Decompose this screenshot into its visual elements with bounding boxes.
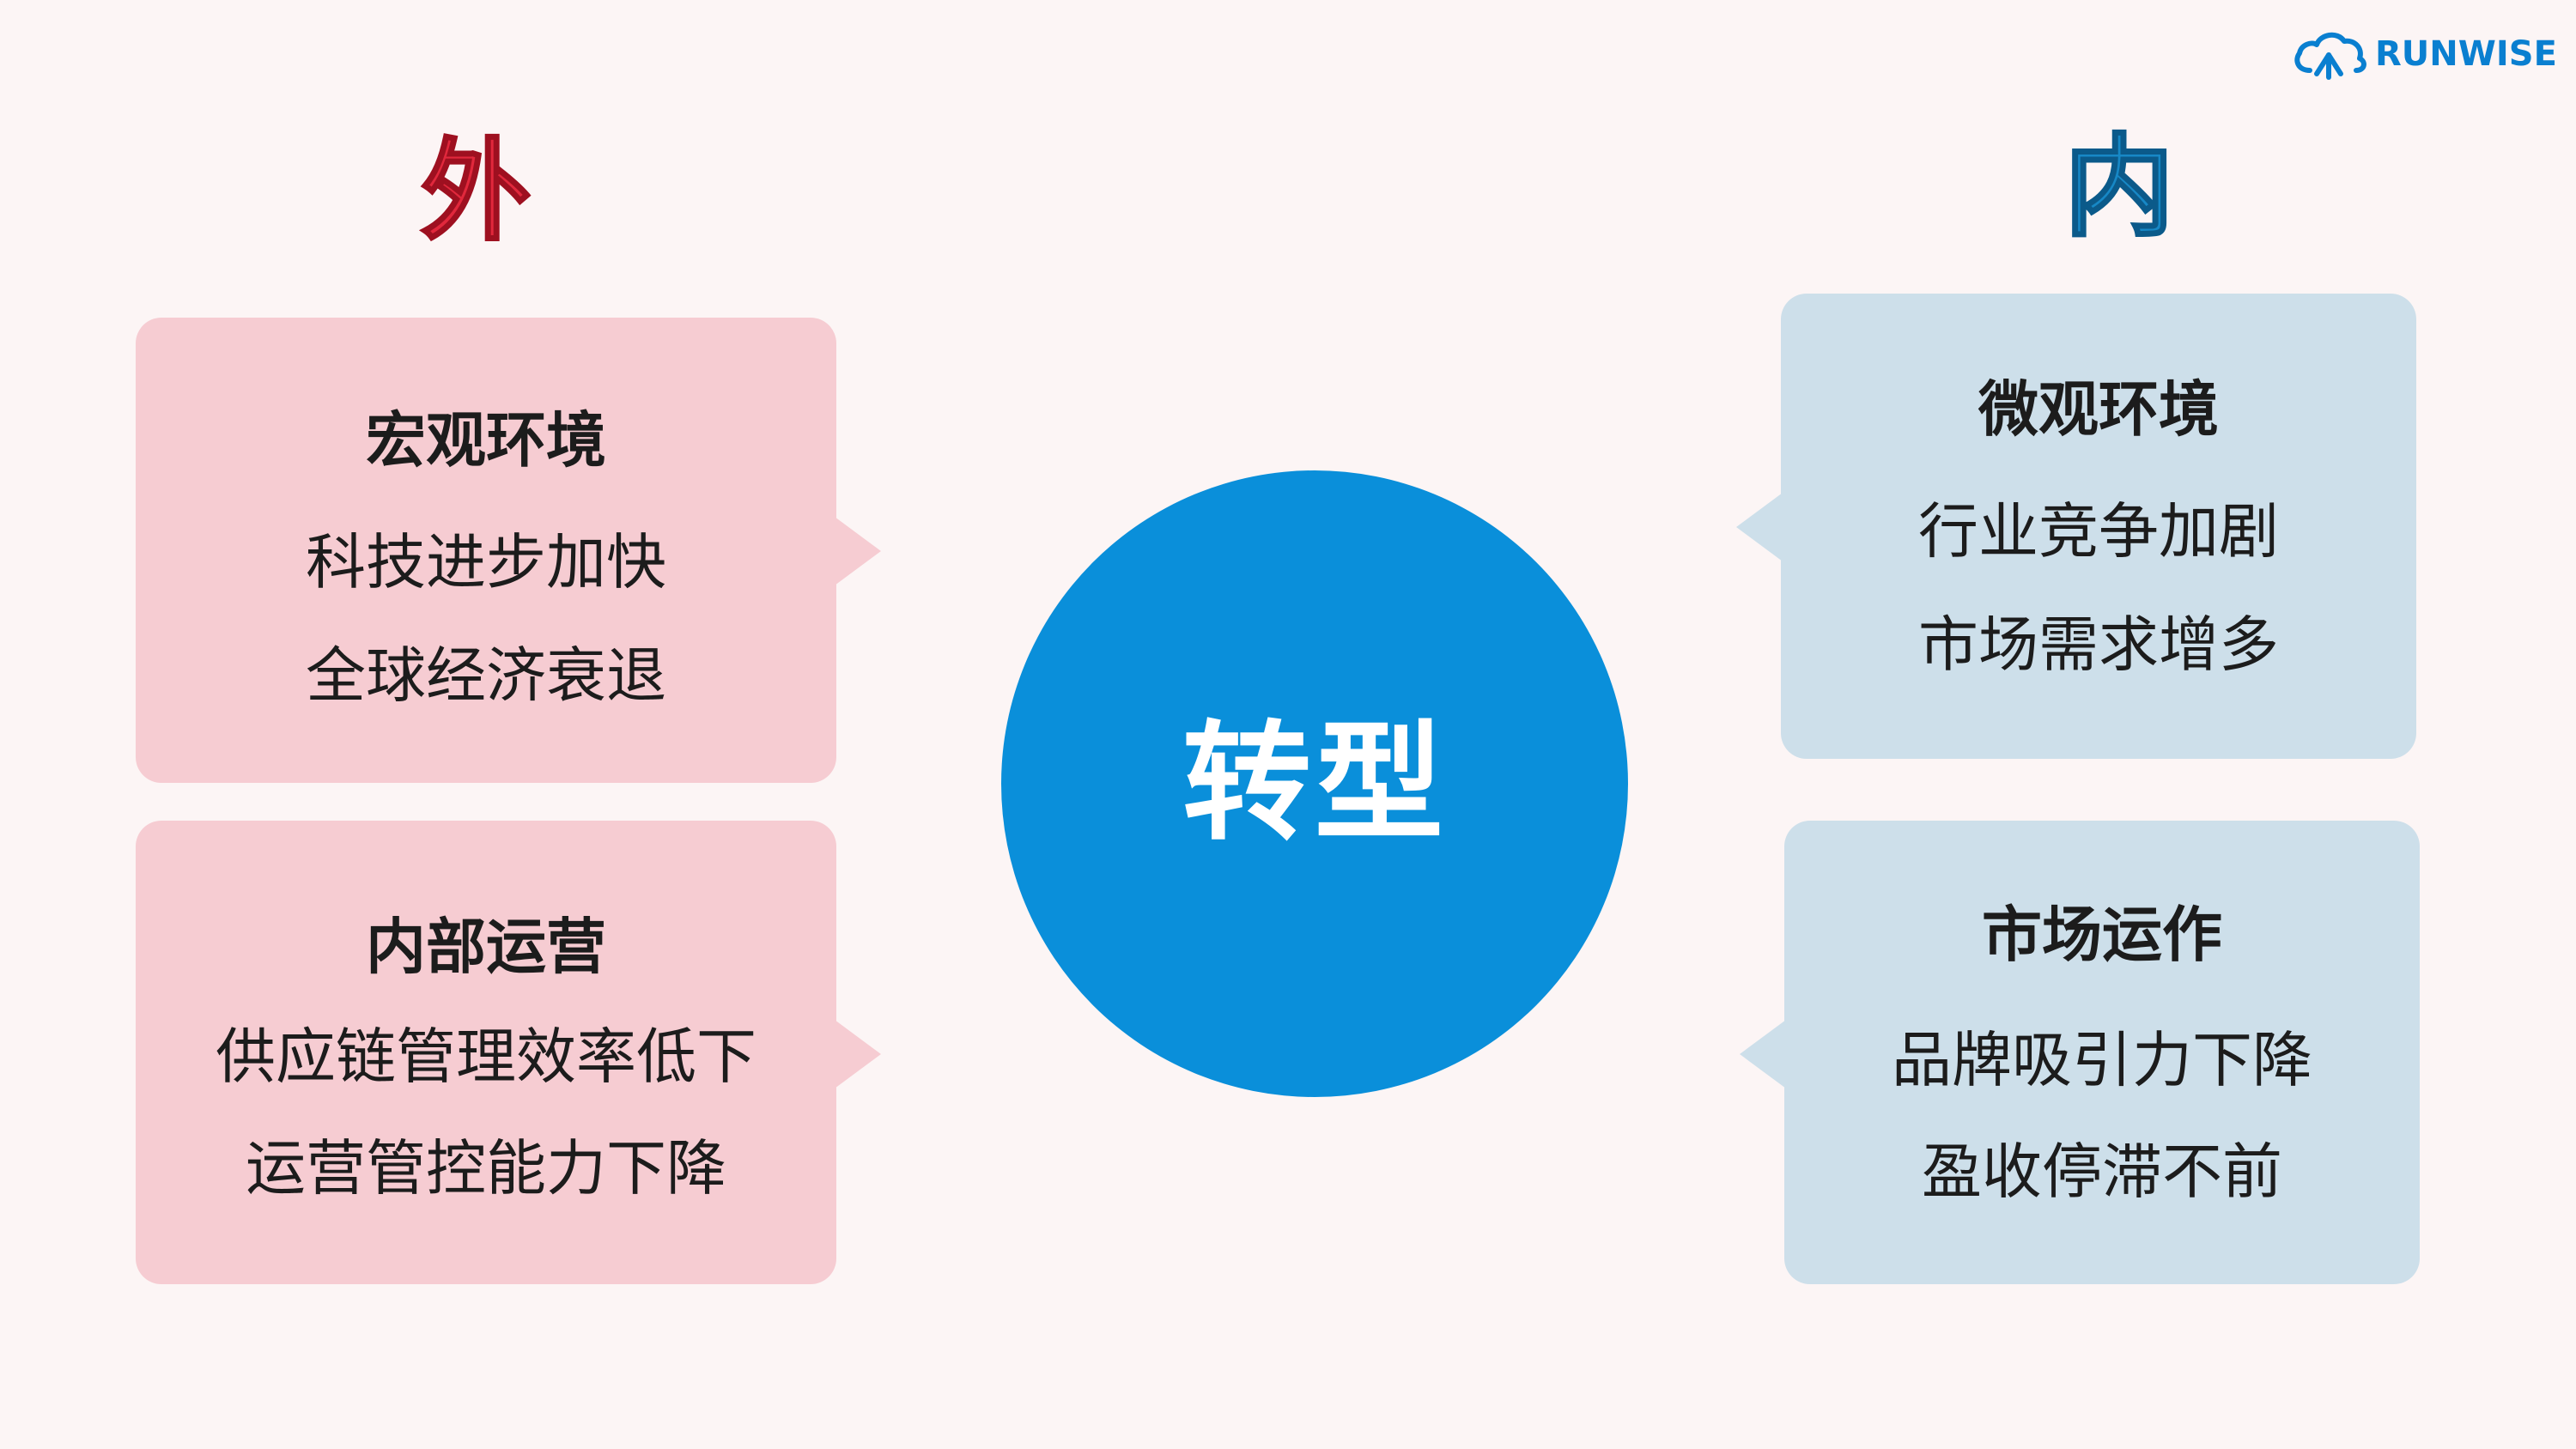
- callout-arrow: [1740, 1020, 1786, 1088]
- brand-name: RUNWISE: [2375, 34, 2557, 74]
- market-operations-title: 市场运作: [1982, 900, 2222, 970]
- micro-environment-box: 微观环境 行业竞争加剧 市场需求增多: [1736, 294, 2416, 759]
- callout-arrow: [1736, 493, 1783, 561]
- callout-arrow: [835, 517, 881, 585]
- micro-environment-line: 市场需求增多: [1918, 609, 2279, 680]
- callout-arrow: [835, 1020, 881, 1088]
- internal-operations-line: 供应链管理效率低下: [216, 1022, 756, 1092]
- inner-heading: 内: [2063, 124, 2175, 252]
- macro-environment-line: 全球经济衰退: [306, 640, 666, 711]
- internal-operations-box: 内部运营 供应链管理效率低下 运营管控能力下降: [136, 821, 881, 1284]
- market-operations-box: 市场运作 品牌吸引力下降 盈收停滞不前: [1740, 821, 2420, 1284]
- brand-logo: RUNWISE: [2291, 27, 2557, 81]
- macro-environment-line: 科技进步加快: [306, 527, 666, 597]
- micro-environment-title: 微观环境: [1978, 374, 2219, 445]
- internal-operations-line: 运营管控能力下降: [246, 1133, 726, 1203]
- cloud-logo-icon: [2291, 27, 2370, 81]
- micro-environment-line: 行业竞争加剧: [1918, 496, 2279, 567]
- market-operations-line: 品牌吸引力下降: [1892, 1025, 2312, 1095]
- macro-environment-box: 宏观环境 科技进步加快 全球经济衰退: [136, 318, 881, 783]
- market-operations-line: 盈收停滞不前: [1922, 1137, 2282, 1207]
- internal-operations-title: 内部运营: [366, 912, 606, 982]
- macro-environment-title: 宏观环境: [366, 405, 606, 476]
- outer-heading: 外: [419, 128, 532, 256]
- transformation-label: 转型: [1182, 709, 1447, 858]
- transformation-circle: 转型: [1001, 470, 1628, 1097]
